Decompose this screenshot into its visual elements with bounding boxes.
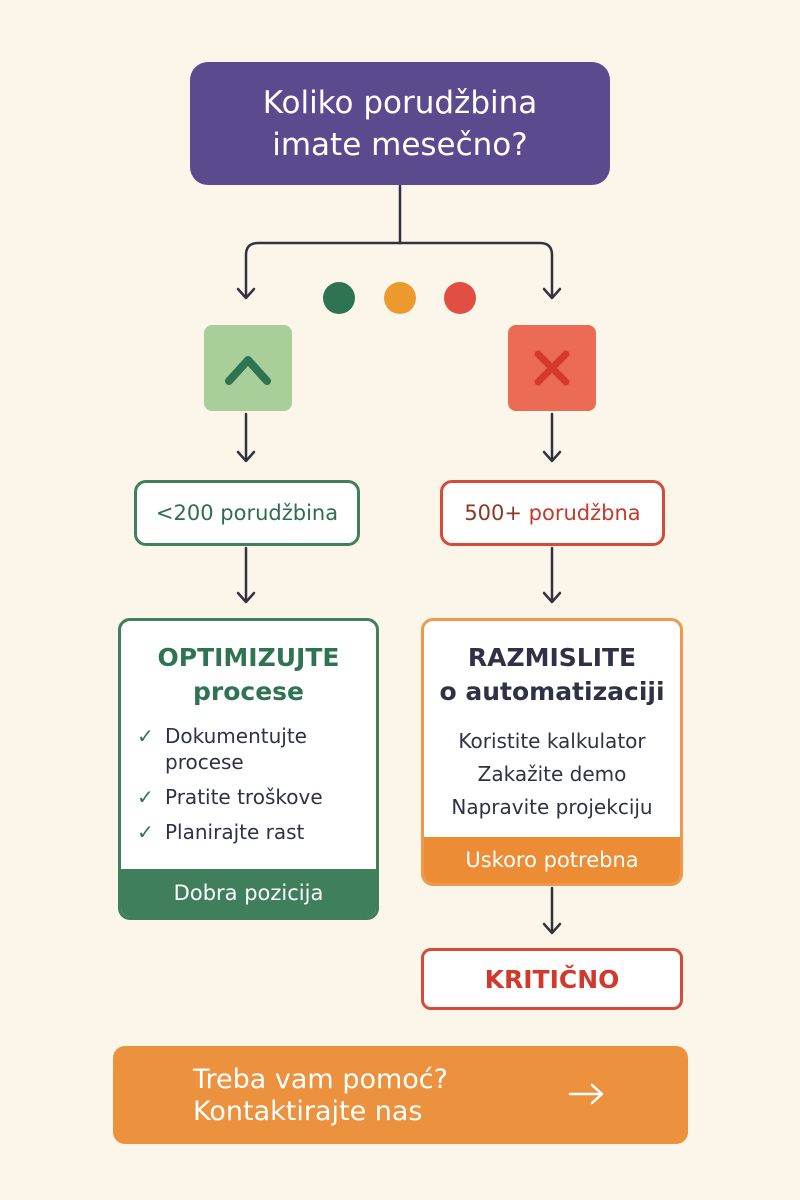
red-dot xyxy=(444,282,476,314)
checklist-item-text: Pratite troškove xyxy=(165,785,323,809)
check-icon: ✓ xyxy=(137,724,154,748)
question-text: Koliko porudžbina imate mesečno? xyxy=(262,84,538,163)
automation-card-footer: Uskoro potrebna xyxy=(424,837,680,883)
high-volume-number: 500+ xyxy=(464,501,522,525)
optimize-card: OPTIMIZUJTE procese ✓ Dokumentujte proce… xyxy=(118,618,379,920)
contact-cta-text: Treba vam pomoć? Kontaktirajte nas xyxy=(193,1064,448,1127)
low-volume-pill: <200 porudžbina xyxy=(134,480,360,546)
check-icon: ✓ xyxy=(137,820,154,844)
checklist-item: ✓ Dokumentujte procese xyxy=(137,723,367,775)
optimize-card-title: OPTIMIZUJTE procese xyxy=(157,643,340,706)
critical-label: KRITIČNO xyxy=(484,964,620,994)
right-branch-icon-tile xyxy=(508,325,596,411)
action-item: Zakažite demo xyxy=(477,762,627,786)
chevron-up-icon xyxy=(225,356,271,385)
automation-card: RAZMISLITE o automatizaciji Koristite ka… xyxy=(421,618,683,886)
contact-cta-button[interactable]: Treba vam pomoć? Kontaktirajte nas xyxy=(113,1046,688,1144)
checklist-item-text: Planirajte rast xyxy=(165,820,305,844)
green-dot xyxy=(323,282,355,314)
action-item: Koristite kalkulator xyxy=(458,729,646,753)
automation-card-title: RAZMISLITE o automatizaciji xyxy=(439,643,665,706)
x-icon xyxy=(534,350,570,386)
high-volume-label: porudžbna xyxy=(522,501,641,525)
optimize-checklist: ✓ Dokumentujte procese ✓ Pratite troškov… xyxy=(137,723,367,854)
critical-box: KRITIČNO xyxy=(421,948,683,1010)
checklist-item: ✓ Planirajte rast xyxy=(137,819,367,845)
low-volume-label: <200 porudžbina xyxy=(155,501,339,525)
optimize-card-footer: Dobra pozicija xyxy=(121,869,376,917)
check-icon: ✓ xyxy=(137,785,154,809)
checklist-item-text: Dokumentujte procese xyxy=(165,724,307,774)
high-volume-pill: 500+ porudžbna xyxy=(440,480,665,546)
question-box: Koliko porudžbina imate mesečno? xyxy=(190,62,610,185)
left-branch-icon-tile xyxy=(204,325,292,411)
arrow-right-icon xyxy=(568,1083,604,1105)
automation-actions: Koristite kalkulator Zakažite demo Napra… xyxy=(424,725,680,824)
orange-dot xyxy=(384,282,416,314)
action-item: Napravite projekciju xyxy=(451,795,653,819)
checklist-item: ✓ Pratite troškove xyxy=(137,784,367,810)
